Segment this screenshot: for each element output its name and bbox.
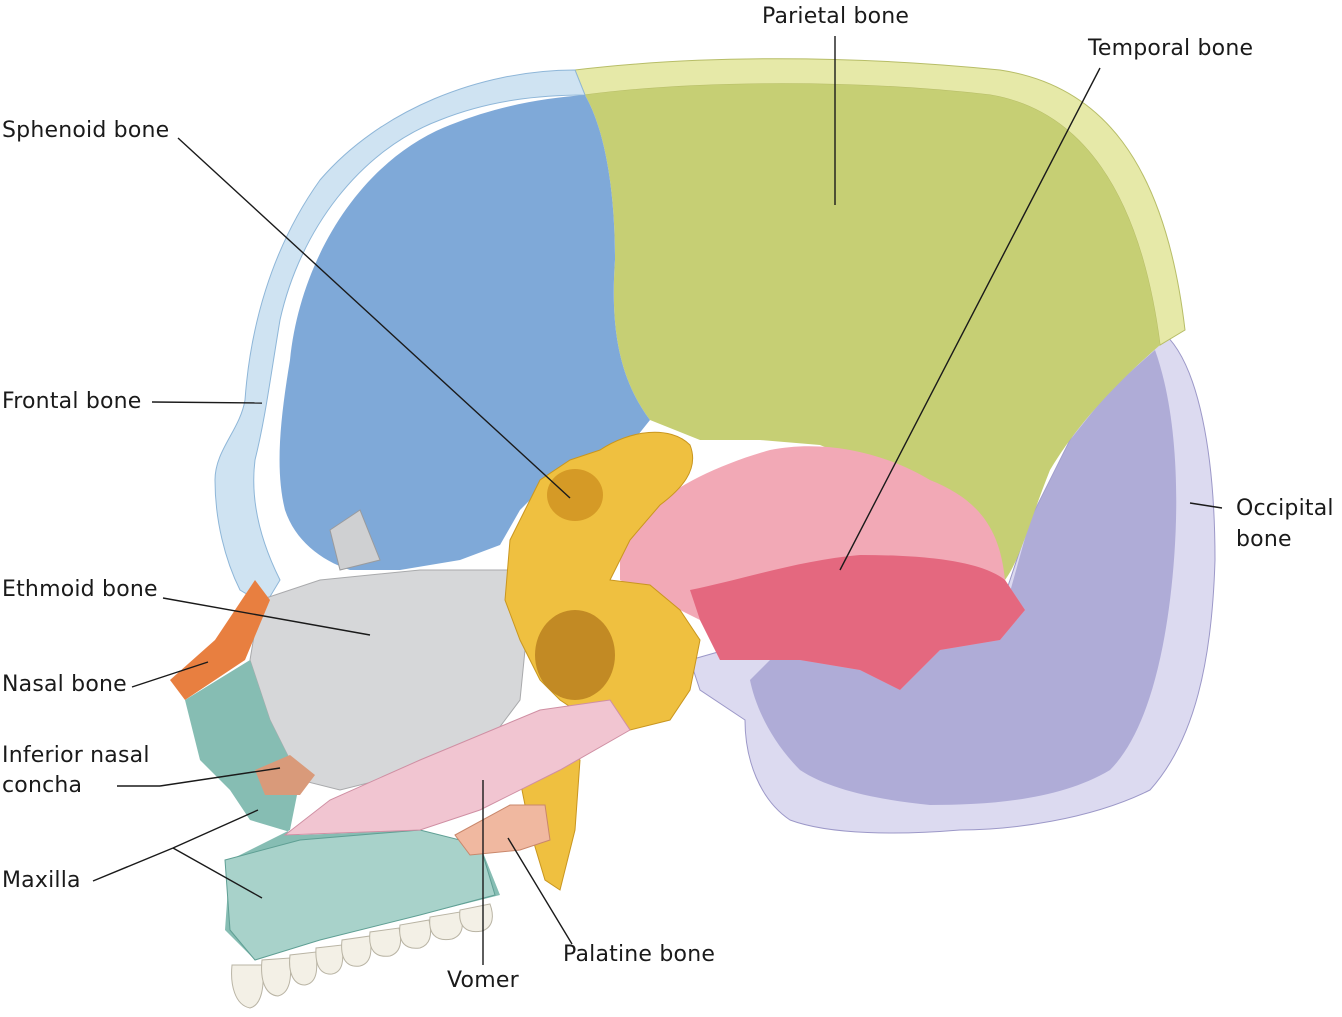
frontal-bone [279,95,650,570]
leader-maxilla-c [172,847,263,899]
parietal-bone [585,83,1160,580]
leader-nasal [131,661,209,688]
label-occipital-bone-line1: Occipital [1236,496,1334,521]
temporal-petrous [690,555,1025,690]
palatine-bone [454,804,551,856]
label-occipital-bone-line2: bone [1236,527,1292,552]
leader-maxilla-b [172,809,259,849]
leader-occipital [1189,502,1223,509]
leader-concha-2 [159,767,281,787]
nasal-bone [170,580,270,700]
label-ethmoid-bone: Ethmoid bone [2,577,158,602]
label-inferior-nasal-concha-line1: Inferior nasal [2,743,150,768]
leader-ethmoid [162,597,371,636]
label-nasal-bone: Nasal bone [2,672,127,697]
leader-lines [92,36,1223,965]
crista-galli [329,509,381,571]
sphenoid-sinus [535,610,615,700]
inferior-nasal-concha [255,755,315,795]
label-vomer: Vomer [447,968,519,993]
sella-turcica [547,469,603,521]
teeth [231,903,493,1009]
leader-frontal [151,401,263,404]
label-maxilla: Maxilla [2,868,81,893]
label-palatine-bone: Palatine bone [563,942,716,967]
vomer-bone [283,699,631,836]
palatine-process [224,829,496,961]
label-parietal-bone: Parietal bone [762,4,910,29]
leader-sphenoid [177,137,571,499]
label-frontal-bone: Frontal bone [2,389,142,414]
leader-temporal [839,67,1101,571]
leader-maxilla-a [92,847,174,882]
leader-palatine [507,837,573,945]
label-sphenoid-bone: Sphenoid bone [2,118,170,143]
label-temporal-bone: Temporal bone [1088,36,1254,61]
occipital-bone [750,350,1177,805]
label-inferior-nasal-concha-line2: concha [2,773,83,798]
